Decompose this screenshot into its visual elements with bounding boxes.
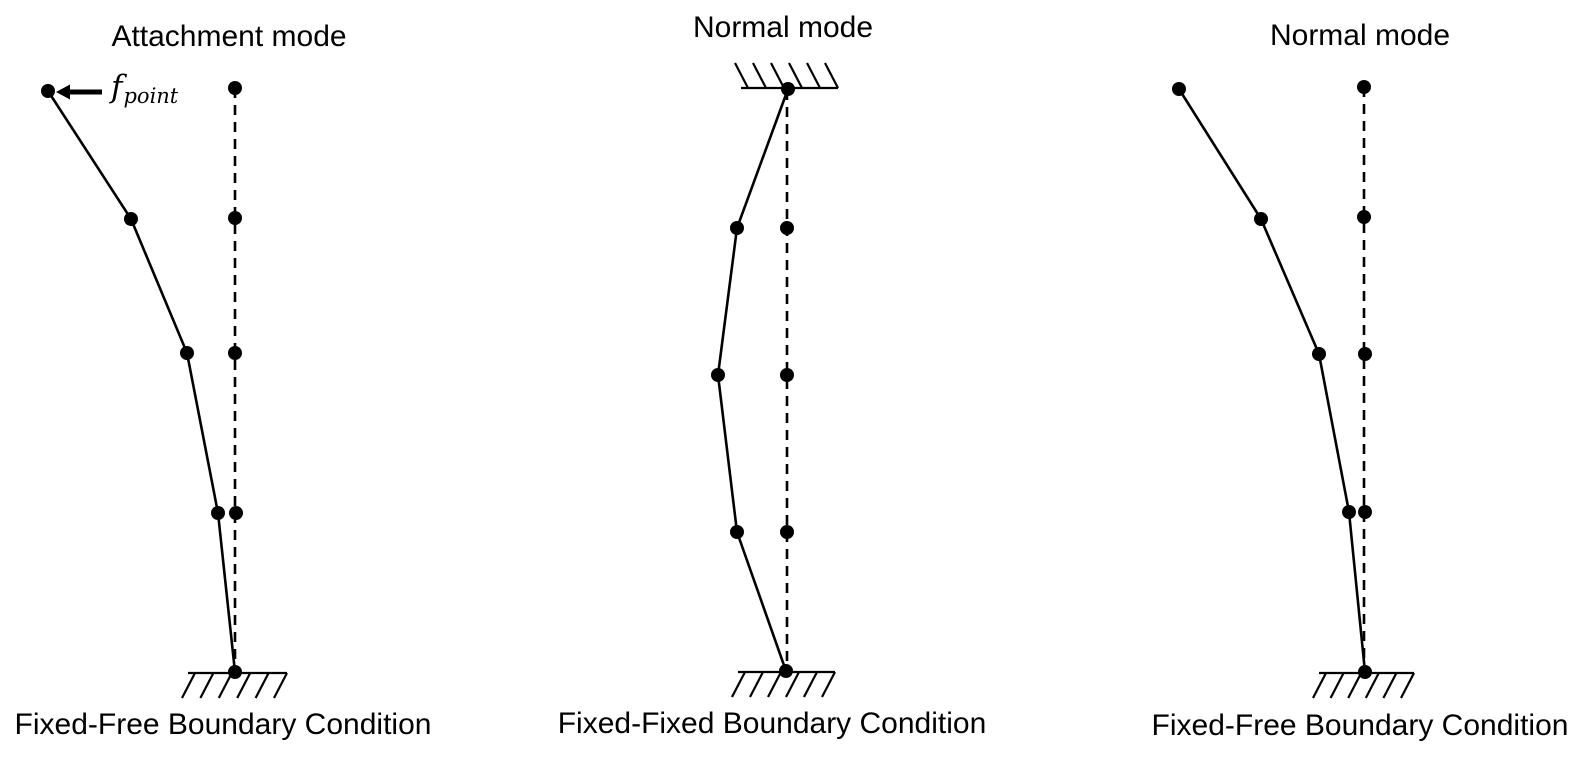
panel-title-normal-mode-right: Normal mode	[1269, 19, 1451, 52]
hatch-line	[1329, 672, 1345, 699]
mode-node-dot	[781, 82, 795, 96]
ground-support	[1312, 671, 1415, 699]
mode-node-dot	[730, 221, 744, 235]
mode-node-dot	[1358, 665, 1372, 679]
mode-node-dot	[730, 525, 744, 539]
panel-attachment-fixed-free	[41, 81, 288, 699]
panel-title-normal-mode-middle: Normal mode	[692, 11, 874, 44]
panel-caption-fixed-free-left: Fixed-Free Boundary Condition	[14, 708, 432, 741]
hatch-line	[273, 672, 288, 699]
axis-node-dot	[1357, 210, 1371, 224]
hatch-line	[806, 62, 821, 89]
hatch-line	[1382, 672, 1398, 699]
panel-caption-fixed-free-right: Fixed-Free Boundary Condition	[1151, 709, 1569, 742]
hatch-line	[734, 62, 749, 89]
panel-caption-fixed-fixed: Fixed-Fixed Boundary Condition	[557, 707, 987, 740]
axis-node-dot	[780, 368, 794, 382]
mode-node-dot	[211, 506, 225, 520]
hatch-line	[236, 672, 252, 699]
hatch-line	[821, 671, 836, 698]
hatch-line	[1364, 672, 1380, 699]
mode-node-dot	[779, 664, 793, 678]
mode-shape-polyline	[46, 90, 237, 673]
hatch-line	[254, 672, 270, 699]
axis-node-dot	[228, 346, 242, 360]
mode-node-dot	[1254, 212, 1268, 226]
hatch-line	[1312, 672, 1327, 699]
axis-node-dot	[1357, 80, 1371, 94]
axis-node-dot	[228, 81, 242, 95]
panel-normal-fixed-fixed	[711, 62, 839, 698]
hatch-line	[752, 62, 767, 89]
hatch-line	[749, 671, 764, 698]
mode-node-dot	[124, 212, 138, 226]
panel-title-attachment-mode: Attachment mode	[111, 20, 347, 53]
hatch-line	[803, 671, 818, 698]
ceiling-support	[734, 62, 839, 90]
mode-shape-polyline	[1177, 88, 1367, 673]
point-force-arrow	[56, 84, 102, 100]
hatch-line	[181, 672, 196, 699]
axis-node-dot	[1358, 347, 1372, 361]
axis-node-dot	[1358, 505, 1372, 519]
point-force-subscript: point	[123, 83, 179, 108]
hatch-line	[770, 62, 785, 89]
mode-node-dot	[1312, 347, 1326, 361]
hatch-line	[824, 62, 839, 89]
panel-normal-fixed-free	[1172, 80, 1415, 699]
hatch-line	[785, 671, 800, 698]
hatch-line	[1347, 672, 1363, 699]
mode-node-dot	[711, 368, 725, 382]
hatch-line	[1400, 672, 1415, 699]
axis-node-dot	[228, 211, 242, 225]
point-force-label: fpoint	[111, 69, 178, 107]
axis-node-dot	[780, 525, 794, 539]
force-arrow-head	[56, 84, 70, 100]
hatch-line	[788, 62, 803, 89]
mode-node-dot	[41, 84, 55, 98]
mode-node-dot	[180, 346, 194, 360]
mode-node-dot	[1342, 505, 1356, 519]
mode-node-dot	[1172, 82, 1186, 96]
mode-node-dot	[228, 665, 242, 679]
hatch-line	[731, 671, 746, 698]
axis-node-dot	[780, 221, 794, 235]
point-force-symbol: f	[111, 69, 123, 105]
hatch-line	[767, 671, 782, 698]
hatch-line	[199, 672, 215, 699]
mode-shape-polyline	[716, 88, 790, 672]
hatch-line	[217, 672, 233, 699]
axis-node-dot	[229, 506, 243, 520]
